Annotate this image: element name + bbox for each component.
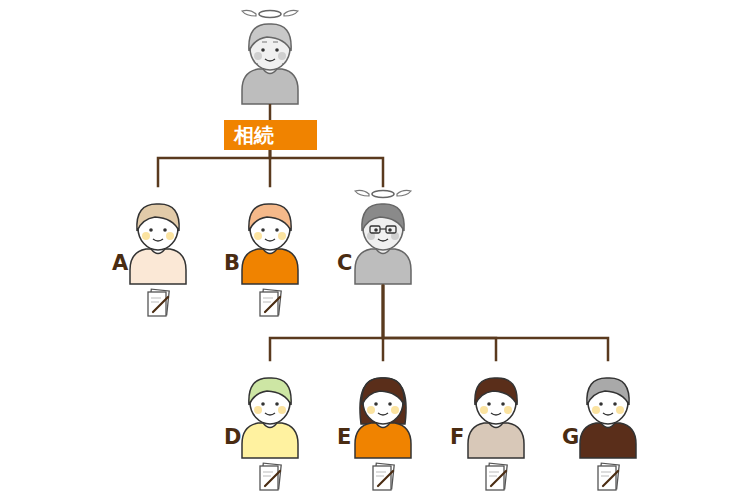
eye xyxy=(149,228,153,232)
eye xyxy=(374,402,378,406)
mouth xyxy=(265,413,275,415)
heir-figure: G xyxy=(560,360,644,460)
hair xyxy=(362,378,404,405)
body xyxy=(130,249,186,284)
cheek xyxy=(278,52,286,60)
mouth xyxy=(603,413,613,415)
body xyxy=(242,249,298,284)
document-icon xyxy=(598,463,619,490)
body xyxy=(355,423,411,458)
person-letter: G xyxy=(562,426,579,448)
glasses xyxy=(386,226,396,233)
mouth xyxy=(153,239,163,241)
body xyxy=(355,249,411,284)
band-label: 相続 xyxy=(234,123,307,147)
document-icon xyxy=(373,463,394,490)
family-line xyxy=(158,150,270,186)
eye xyxy=(501,402,505,406)
glasses xyxy=(380,228,386,229)
hair xyxy=(362,204,404,231)
body xyxy=(242,69,298,104)
document-icon xyxy=(486,463,507,490)
eye xyxy=(388,402,392,406)
cheek xyxy=(254,52,262,60)
halo-wing xyxy=(355,190,369,196)
cheek xyxy=(142,232,150,240)
heir-figure: E xyxy=(335,360,419,460)
person-letter: A xyxy=(112,252,128,274)
halo xyxy=(259,11,281,18)
cheek xyxy=(166,232,174,240)
heir-figure: B xyxy=(222,186,306,286)
eye xyxy=(275,402,279,406)
hair xyxy=(249,378,291,405)
person-letter: F xyxy=(450,426,464,448)
family-line xyxy=(383,286,496,360)
mouth xyxy=(265,239,275,241)
glasses xyxy=(370,226,380,233)
heir-figure: C xyxy=(335,186,419,286)
halo-wing xyxy=(284,10,298,16)
eye xyxy=(599,402,603,406)
eye xyxy=(388,228,392,232)
eye xyxy=(613,402,617,406)
cheek xyxy=(504,406,512,414)
cheek xyxy=(278,232,286,240)
halo xyxy=(372,191,394,198)
inheritance-band: 相続 xyxy=(224,120,317,150)
mouth xyxy=(265,59,275,61)
cheek xyxy=(254,406,262,414)
eye xyxy=(374,228,378,232)
hair xyxy=(249,204,291,231)
eye xyxy=(487,402,491,406)
eye xyxy=(261,228,265,232)
mouth xyxy=(491,413,501,415)
cheek xyxy=(278,406,286,414)
halo-wing xyxy=(242,10,256,16)
cheek xyxy=(254,232,262,240)
cheek xyxy=(616,406,624,414)
hair xyxy=(360,378,406,424)
family-line xyxy=(270,150,383,186)
heir-figure: D xyxy=(222,360,306,460)
eye xyxy=(261,402,265,406)
body xyxy=(468,423,524,458)
eye xyxy=(163,228,167,232)
cheek xyxy=(391,406,399,414)
cheek xyxy=(592,406,600,414)
person-letter: E xyxy=(337,426,351,448)
hair xyxy=(475,378,517,405)
wrinkles xyxy=(254,42,286,64)
cheek xyxy=(480,406,488,414)
eye xyxy=(275,48,279,52)
hair xyxy=(249,24,291,51)
mouth xyxy=(378,413,388,415)
person-letter: D xyxy=(224,426,241,448)
document-icon xyxy=(148,289,169,316)
document-icon xyxy=(260,289,281,316)
heir-figure: A xyxy=(110,186,194,286)
cheek xyxy=(367,406,375,414)
eye xyxy=(261,48,265,52)
hair xyxy=(587,378,629,405)
person-letter: B xyxy=(224,252,240,274)
lineage-line xyxy=(269,104,272,121)
family-line xyxy=(383,286,608,360)
hair xyxy=(137,204,179,231)
heir-figure: F xyxy=(448,360,532,460)
body xyxy=(242,423,298,458)
family-line xyxy=(270,286,383,360)
halo-wing xyxy=(397,190,411,196)
document-icon xyxy=(260,463,281,490)
eye xyxy=(275,228,279,232)
body xyxy=(580,423,636,458)
mouth xyxy=(378,239,388,241)
person-letter: C xyxy=(337,252,352,274)
